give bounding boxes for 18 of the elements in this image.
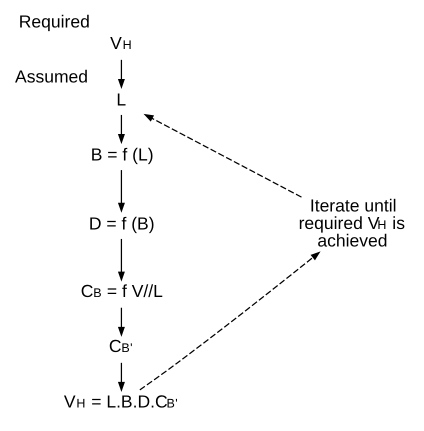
arrow [143, 114, 302, 198]
node-text: L [116, 90, 126, 110]
arrow [117, 238, 124, 282]
arrow [117, 308, 124, 337]
node-text: CB' [108, 336, 132, 356]
arrow [117, 114, 124, 144]
node-text: B = f (L) [90, 144, 154, 165]
node-text: CB = f V//L [80, 281, 162, 302]
arrow [117, 170, 124, 213]
node-label: Required [18, 11, 90, 32]
arrow [117, 362, 124, 392]
node-text: VH = L.B.D.CB' [63, 391, 178, 412]
arrow [117, 60, 124, 89]
node-label: Assumed [14, 66, 88, 86]
node-text: D = f (B) [88, 214, 154, 234]
arrow [139, 251, 320, 390]
node-text: VH [110, 33, 132, 54]
node-text: Iterate until required VH is achieved [298, 195, 404, 250]
